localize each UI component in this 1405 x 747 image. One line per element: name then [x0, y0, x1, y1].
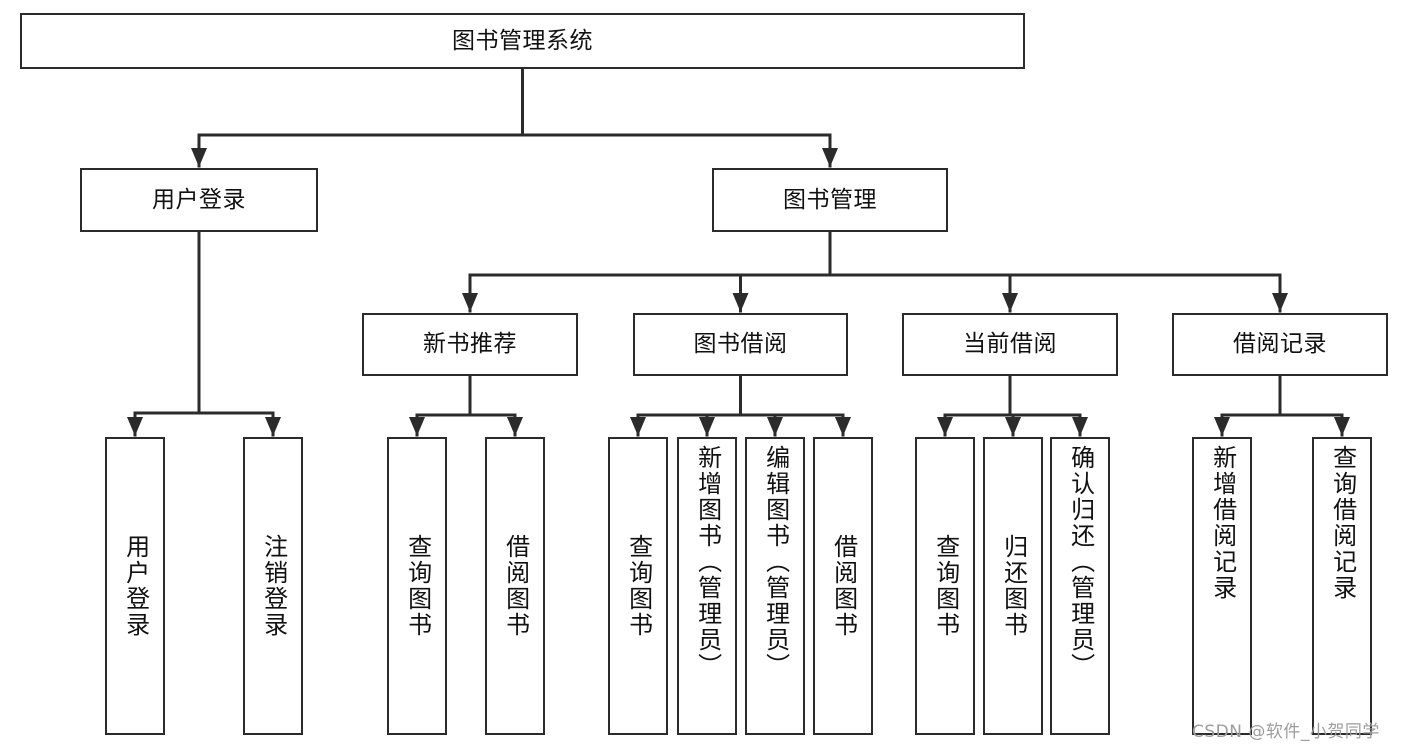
arrowhead-icon	[1072, 417, 1088, 436]
arrowhead-icon	[835, 417, 851, 436]
arrowhead-icon	[699, 417, 715, 436]
arrowhead-icon	[1005, 417, 1021, 436]
node-user-login[interactable]: 用户登录	[80, 168, 318, 232]
node-leaf-confirm-return-admin[interactable]: 确认归还（管理员）	[1050, 437, 1110, 735]
node-new-book-recommend[interactable]: 新书推荐	[362, 313, 578, 376]
node-leaf-borrow-book-rec[interactable]: 借阅图书	[485, 437, 545, 735]
node-label: 查询图书	[931, 534, 960, 638]
edge-group	[127, 67, 1350, 437]
node-label: 归还图书	[999, 534, 1028, 638]
node-label: 当前借阅	[963, 331, 1057, 357]
node-label: 确认归还（管理员）	[1066, 445, 1095, 679]
node-book-borrow[interactable]: 图书借阅	[633, 313, 848, 376]
arrowhead-icon	[507, 417, 523, 436]
csdn-watermark: CSDN @软件_小贺同学	[1192, 722, 1380, 742]
node-leaf-edit-book-admin[interactable]: 编辑图书（管理员）	[745, 437, 805, 735]
arrowhead-icon	[732, 293, 749, 312]
node-label: 图书管理	[783, 186, 877, 213]
node-leaf-borrow-book[interactable]: 借阅图书	[813, 437, 873, 735]
arrowhead-icon	[265, 417, 281, 436]
node-book-manage[interactable]: 图书管理	[712, 168, 948, 232]
node-leaf-add-book-admin[interactable]: 新增图书（管理员）	[677, 437, 737, 735]
node-label: 注销登录	[259, 534, 288, 638]
arrowhead-icon	[1214, 417, 1230, 436]
node-label: 查询借阅记录	[1328, 445, 1357, 601]
node-label: 新书推荐	[423, 331, 517, 357]
arrowhead-icon	[462, 293, 478, 312]
node-label: 新增图书（管理员）	[693, 445, 722, 679]
node-label: 借阅图书	[501, 534, 530, 638]
node-leaf-add-borrow-record[interactable]: 新增借阅记录	[1192, 437, 1252, 735]
node-root[interactable]: 图书管理系统	[20, 13, 1025, 69]
arrowhead-icon	[191, 148, 207, 167]
node-leaf-query-book-current[interactable]: 查询图书	[915, 437, 975, 735]
arrowhead-icon	[1272, 293, 1288, 312]
node-label: 图书管理系统	[452, 27, 593, 54]
arrowhead-icon	[409, 417, 425, 436]
node-leaf-query-book-borrow[interactable]: 查询图书	[608, 437, 668, 735]
arrowhead-icon	[822, 148, 838, 167]
node-label: 用户登录	[152, 186, 246, 213]
arrowhead-icon	[127, 417, 143, 436]
node-borrow-record[interactable]: 借阅记录	[1172, 313, 1388, 376]
node-label: 新增借阅记录	[1208, 445, 1237, 601]
node-label: 借阅记录	[1233, 331, 1327, 357]
arrowhead-icon	[1002, 293, 1018, 312]
arrowhead-icon	[937, 417, 953, 436]
node-leaf-query-borrow-record[interactable]: 查询借阅记录	[1312, 437, 1372, 735]
node-label: 图书借阅	[693, 331, 788, 357]
node-label: 查询图书	[624, 534, 653, 638]
node-label: 用户登录	[121, 534, 150, 638]
node-current-borrow[interactable]: 当前借阅	[902, 313, 1118, 376]
node-label: 编辑图书（管理员）	[761, 445, 790, 679]
node-label: 借阅图书	[829, 534, 858, 638]
arrowhead-icon	[630, 417, 646, 436]
node-leaf-user-logout[interactable]: 注销登录	[243, 437, 303, 735]
node-label: 查询图书	[403, 534, 432, 638]
node-leaf-query-book-rec[interactable]: 查询图书	[387, 437, 447, 735]
arrowhead-icon	[1334, 417, 1350, 436]
arrowhead-icon	[767, 417, 783, 436]
node-leaf-user-login[interactable]: 用户登录	[105, 437, 165, 735]
node-leaf-return-book[interactable]: 归还图书	[983, 437, 1043, 735]
